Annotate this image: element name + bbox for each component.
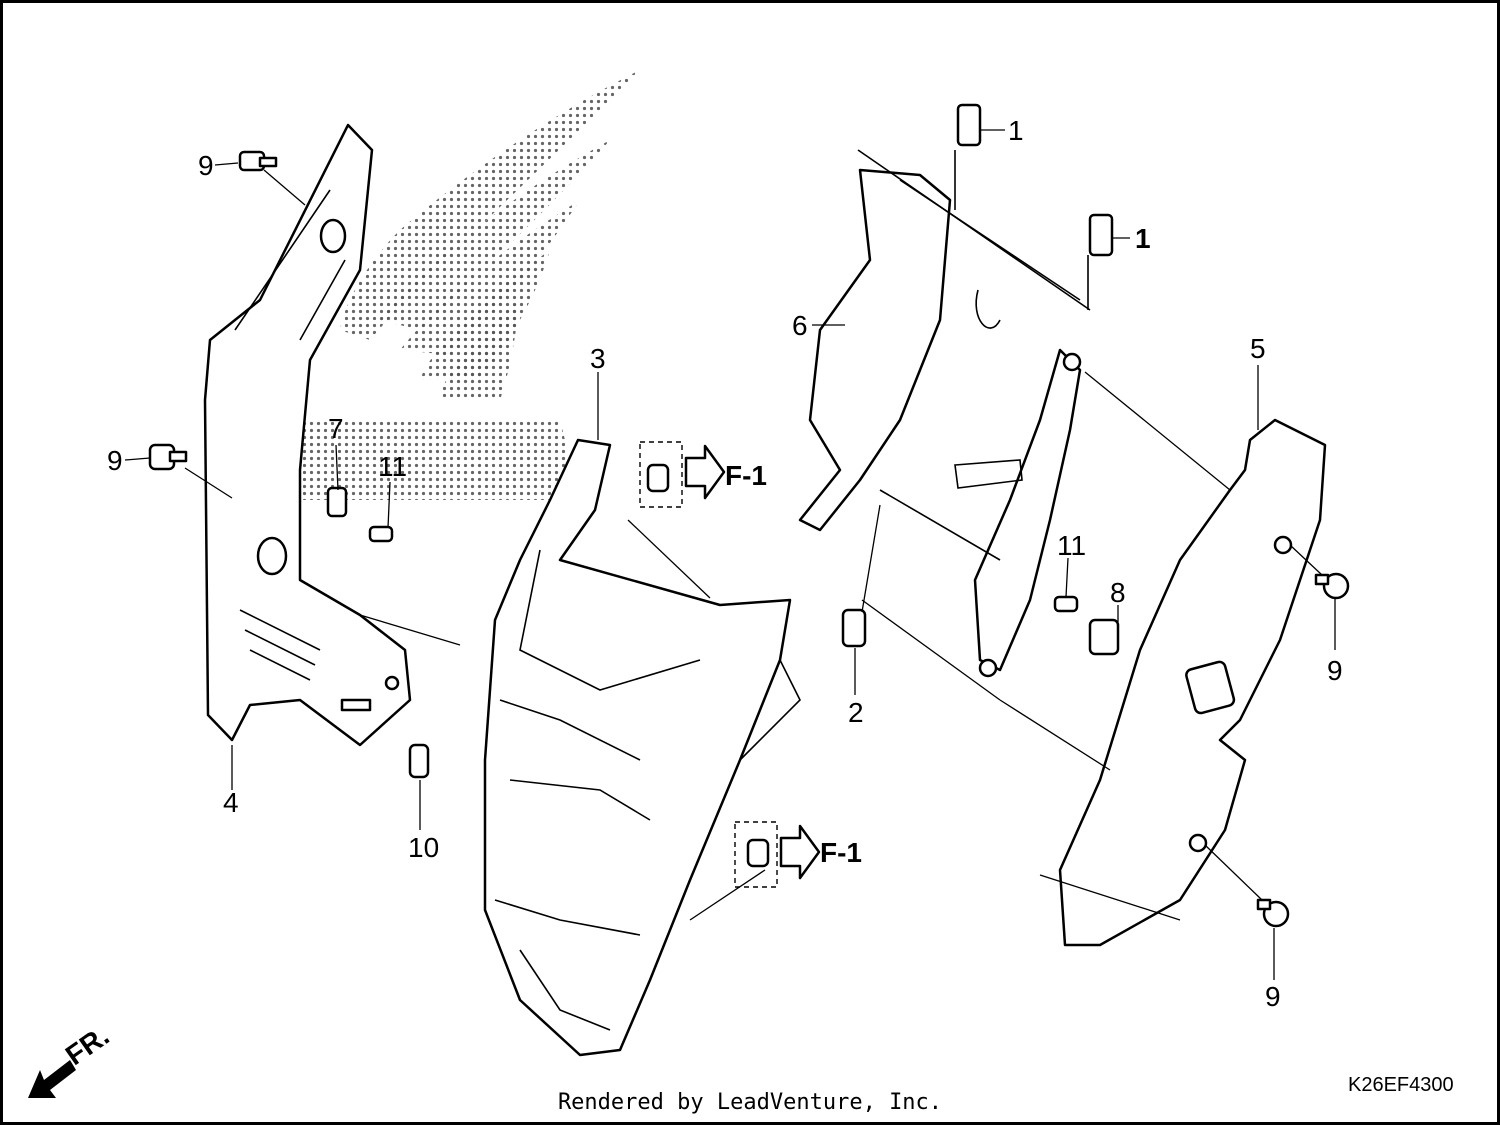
footer-credit: Rendered by LeadVenture, Inc. [557, 1090, 943, 1115]
screw-f1-upper [646, 463, 670, 493]
bolt-9-upper-left [238, 150, 278, 172]
part-4-left-cover [203, 123, 412, 747]
f1-upper-dashed-box [639, 441, 683, 508]
f1-upper-arrow-icon [684, 444, 726, 500]
callout-2: 2 [848, 697, 864, 728]
callout-11-left: 11 [378, 451, 407, 482]
part-3-front-cowl [483, 438, 801, 1057]
f1-lower-dashed-box [734, 821, 778, 888]
screw-11-left [368, 525, 394, 543]
bolt-9-mid-left [148, 443, 188, 471]
screw-f1-lower [746, 838, 770, 868]
part-1-collar-upper [956, 103, 982, 147]
part-5-right-cover [1058, 418, 1327, 947]
leader-lines [124, 129, 1336, 980]
wing-logo-watermark [300, 70, 640, 500]
f1-upper-label: F-1 [725, 460, 767, 491]
part-1-collar-lower [1088, 213, 1114, 257]
bolt-9-right-mid [1314, 572, 1350, 600]
bolt-9-right-low [1256, 898, 1290, 928]
callout-9-right-low: 9 [1265, 981, 1281, 1012]
callout-7: 7 [328, 413, 344, 444]
callout-6: 6 [792, 310, 808, 341]
callout-4: 4 [223, 787, 239, 818]
part-7-clip [326, 486, 348, 518]
f1-lower-arrow-icon [779, 824, 821, 880]
callout-3: 3 [590, 343, 606, 374]
part-6-bracket-stay [798, 149, 1091, 678]
callout-9-upper-left: 9 [198, 150, 214, 181]
callout-10: 10 [408, 832, 439, 863]
screw-10 [408, 743, 430, 779]
front-direction-arrow-icon [28, 1060, 76, 1098]
screw-11-right [1053, 595, 1079, 613]
callout-1-upper: 1 [1008, 115, 1024, 146]
callout-1-lower: 1 [1135, 223, 1151, 254]
callout-8: 8 [1110, 577, 1126, 608]
callout-9-right-mid: 9 [1327, 655, 1343, 686]
callout-5: 5 [1250, 333, 1266, 364]
drawing-code: K26EF4300 [1348, 1074, 1454, 1096]
callout-11-right: 11 [1057, 530, 1086, 561]
callout-9-mid-left: 9 [107, 445, 123, 476]
f1-lower-label: F-1 [820, 837, 862, 868]
part-2-grommet [841, 608, 867, 648]
part-8-clip [1088, 618, 1120, 656]
